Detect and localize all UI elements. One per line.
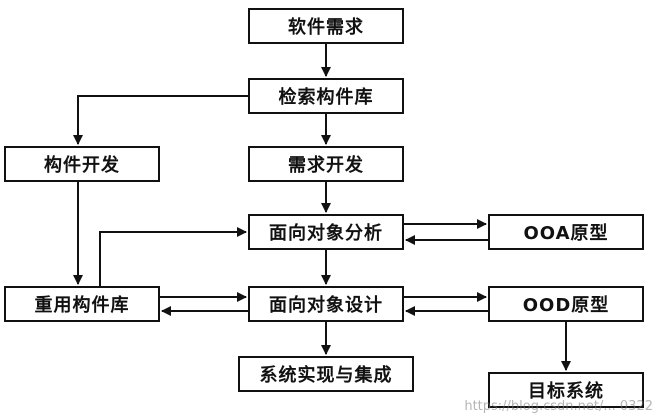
node-label: OOD原型 bbox=[522, 295, 610, 316]
node-object-oriented-analysis: 面向对象分析 bbox=[248, 214, 404, 250]
node-label: 重用构件库 bbox=[34, 295, 130, 316]
node-search-component-library: 检索构件库 bbox=[248, 78, 404, 114]
node-object-oriented-design: 面向对象设计 bbox=[248, 286, 404, 322]
node-ood-prototype: OOD原型 bbox=[488, 286, 644, 322]
node-ooa-prototype: OOA原型 bbox=[488, 214, 644, 250]
node-label: 需求开发 bbox=[288, 155, 364, 176]
node-system-implementation-integration: 系统实现与集成 bbox=[238, 356, 414, 392]
node-label: OOA原型 bbox=[523, 223, 609, 244]
node-target-system: 目标系统 bbox=[488, 372, 644, 408]
node-software-requirements: 软件需求 bbox=[248, 8, 404, 44]
watermark-text: https://blog.csdn.net/... 0322 bbox=[464, 399, 653, 414]
node-label: 构件开发 bbox=[44, 155, 120, 176]
node-label: 检索构件库 bbox=[278, 87, 374, 108]
node-label: 面向对象设计 bbox=[269, 295, 383, 316]
node-label: 目标系统 bbox=[528, 381, 604, 402]
node-label: 软件需求 bbox=[288, 17, 364, 38]
node-label: 面向对象分析 bbox=[269, 223, 383, 244]
edge-repo-to-ooa bbox=[99, 227, 247, 286]
node-reuse-component-library: 重用构件库 bbox=[4, 286, 160, 322]
node-component-development: 构件开发 bbox=[4, 146, 160, 182]
edge-search-to-compdev bbox=[73, 95, 248, 145]
node-label: 系统实现与集成 bbox=[259, 365, 393, 386]
node-requirements-development: 需求开发 bbox=[248, 146, 404, 182]
